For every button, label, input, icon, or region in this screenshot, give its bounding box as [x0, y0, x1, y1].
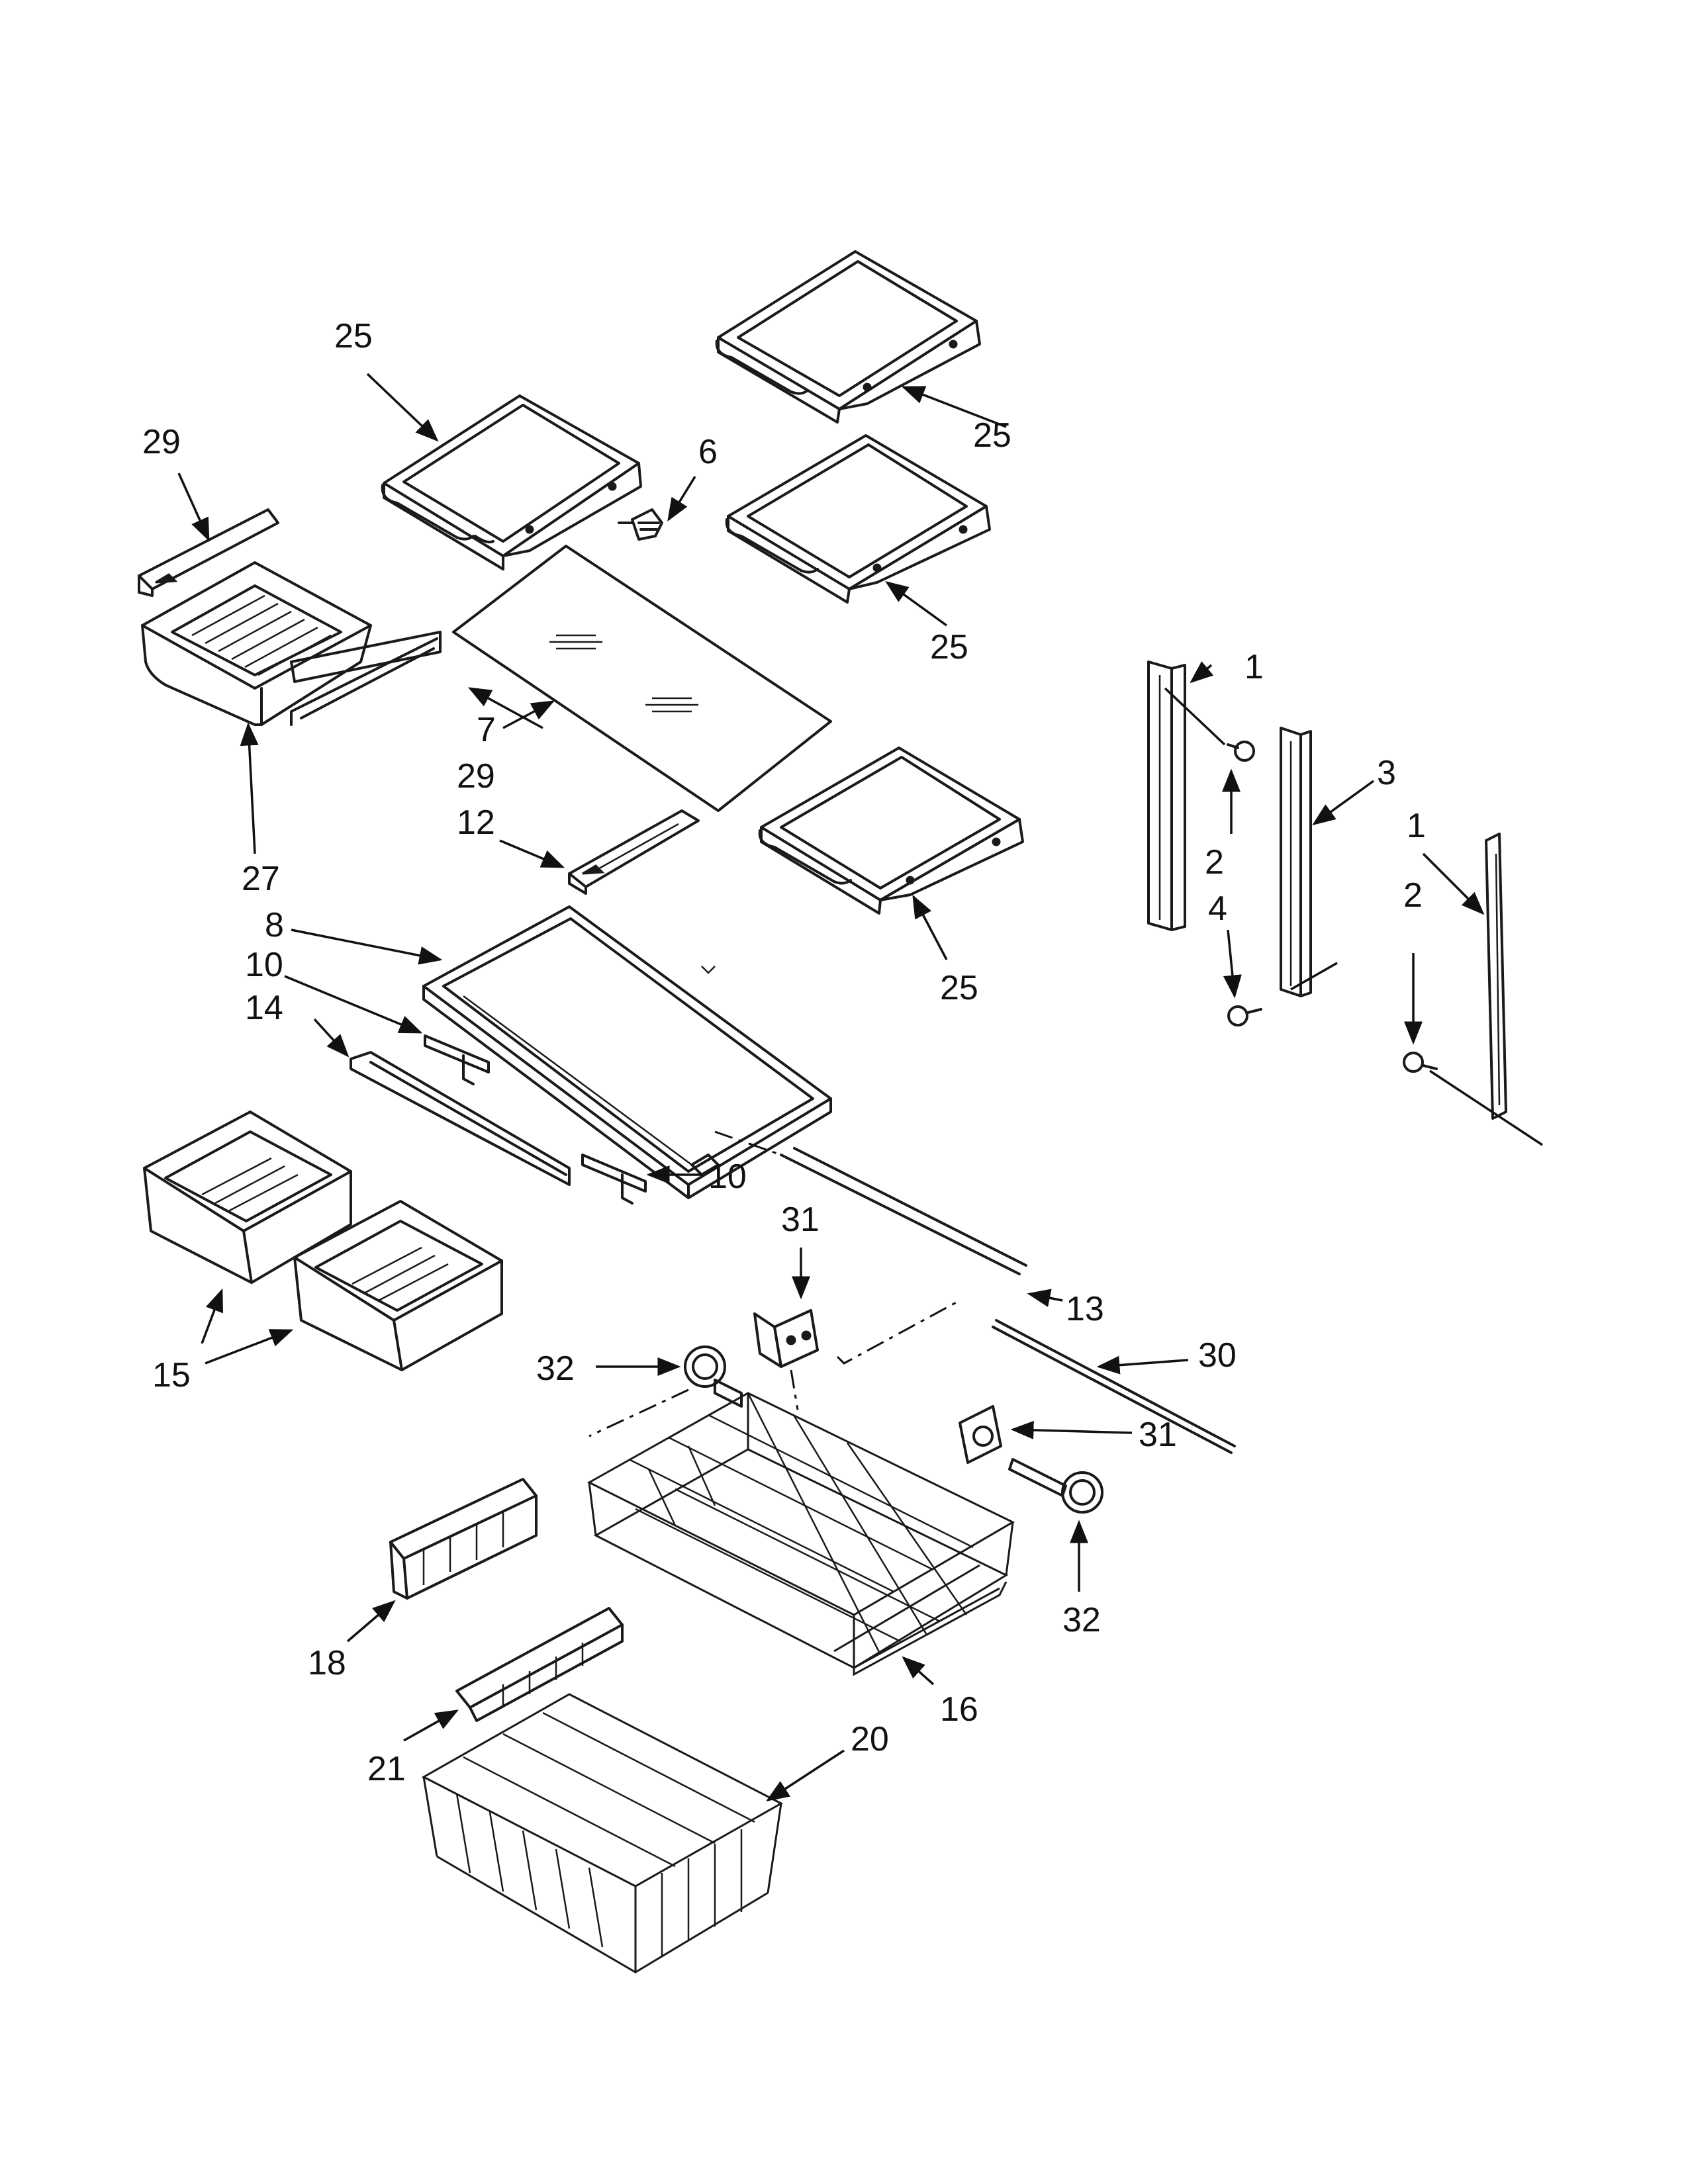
callout-25: 25: [940, 969, 978, 1007]
callout-10: 10: [708, 1158, 747, 1196]
callout-20: 20: [851, 1720, 889, 1758]
leader-arrows: [177, 373, 1485, 1801]
callout-14: 14: [245, 989, 283, 1027]
rod-13: [714, 1130, 1027, 1275]
rail-1-right: [1485, 833, 1507, 1120]
callout-25: 25: [334, 317, 373, 355]
callout-1: 1: [1244, 648, 1264, 686]
callout-15: 15: [152, 1356, 191, 1394]
screw-2-right: [1403, 1052, 1438, 1073]
callout-16: 16: [940, 1690, 978, 1729]
callout-2: 2: [1205, 843, 1224, 882]
callout-30: 30: [1198, 1336, 1237, 1375]
callout-labels: 25 25 25 25 29 29 6 7 27 12 8 10 10 14 1…: [142, 317, 1426, 1788]
callout-13: 13: [1066, 1290, 1104, 1328]
bracket-31-right: [959, 1405, 1002, 1464]
rod-30: [992, 1319, 1236, 1454]
gear-32-right: [1008, 1458, 1103, 1514]
callout-7: 7: [477, 711, 496, 749]
clip-12: [568, 809, 700, 895]
callout-21: 21: [367, 1750, 406, 1788]
rail-1-left: [1147, 660, 1186, 931]
bracket-31-left: [753, 1309, 819, 1368]
callout-29: 29: [457, 757, 495, 796]
callout-4: 4: [1208, 889, 1227, 928]
shelf-25-lower-right: [758, 747, 1024, 915]
callout-25: 25: [973, 416, 1011, 455]
callout-31: 31: [781, 1201, 820, 1239]
callout-10: 10: [245, 946, 283, 984]
callout-3: 3: [1377, 754, 1396, 792]
clip-10-upper: [424, 1034, 490, 1085]
glass-shelf-7: [452, 545, 832, 812]
callout-8: 8: [265, 906, 284, 944]
shelf-25-mid-right: [725, 434, 991, 604]
callout-31: 31: [1139, 1416, 1177, 1454]
wire-basket-20: [421, 1693, 784, 1974]
callout-29: 29: [142, 423, 181, 461]
callout-32: 32: [1062, 1601, 1101, 1639]
screw-6: [618, 508, 663, 541]
divider-21: [455, 1607, 624, 1722]
screw-2-top: [1227, 741, 1255, 762]
callout-27: 27: [242, 860, 280, 898]
callout-12: 12: [457, 803, 495, 842]
clip-10-lower: [581, 1154, 647, 1205]
drawer-27: [138, 508, 442, 726]
callout-25: 25: [930, 628, 968, 666]
bin-15-right: [293, 1200, 503, 1371]
shelf-25-top-right: [715, 250, 981, 424]
callout-32: 32: [536, 1349, 575, 1388]
strip-14: [350, 1051, 571, 1186]
shelf-frame-8: [422, 905, 832, 1199]
screw-4: [1227, 1005, 1262, 1026]
callout-2: 2: [1403, 876, 1423, 915]
shelf-25-left: [381, 394, 642, 570]
gear-32-left: [684, 1345, 743, 1408]
wire-basket-16: [586, 1392, 1015, 1676]
callout-6: 6: [698, 433, 718, 471]
callout-18: 18: [308, 1644, 346, 1682]
bin-15-left: [143, 1111, 352, 1284]
divider-18: [389, 1478, 538, 1600]
rail-3: [1280, 727, 1312, 997]
callout-1: 1: [1407, 807, 1426, 845]
